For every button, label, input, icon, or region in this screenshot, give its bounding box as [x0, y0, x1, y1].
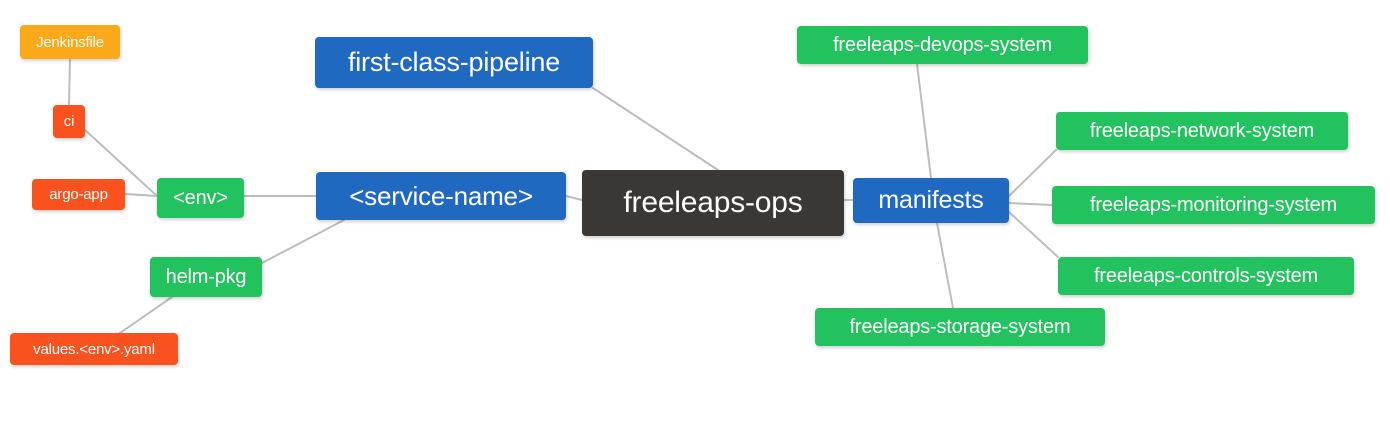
edge-jenkinsfile-to-ci [68, 58, 71, 106]
node-label-env: <env> [173, 187, 228, 209]
node-freeleaps-ops[interactable]: freeleaps-ops [582, 170, 844, 236]
node-label-values-env-yaml: values.<env>.yaml [33, 340, 155, 358]
node-ci[interactable]: ci [53, 105, 85, 138]
node-label-manifests: manifests [878, 186, 984, 214]
edge-freeleaps-network-system-to-manifests [1008, 149, 1057, 197]
edge-freeleaps-storage-system-to-manifests [936, 222, 954, 309]
edge-values-env-yaml-to-helm-pkg [119, 296, 173, 334]
node-label-freeleaps-network-system: freeleaps-network-system [1089, 120, 1315, 142]
node-label-ci: ci [63, 113, 75, 130]
edge-service-name-to-freeleaps-ops [565, 195, 583, 201]
node-env[interactable]: <env> [157, 178, 244, 218]
node-freeleaps-controls-system[interactable]: freeleaps-controls-system [1058, 257, 1354, 295]
node-label-freeleaps-ops: freeleaps-ops [623, 186, 803, 219]
node-freeleaps-network-system[interactable]: freeleaps-network-system [1056, 112, 1348, 150]
edge-first-class-pipeline-to-freeleaps-ops [592, 87, 719, 171]
node-manifests[interactable]: manifests [853, 178, 1009, 223]
node-freeleaps-storage-system[interactable]: freeleaps-storage-system [815, 308, 1105, 346]
edge-freeleaps-monitoring-system-to-manifests [1008, 202, 1053, 206]
node-freeleaps-devops-system[interactable]: freeleaps-devops-system [797, 26, 1088, 64]
node-label-service-name: <service-name> [349, 181, 533, 211]
edge-argo-app-to-env [124, 193, 158, 197]
node-label-first-class-pipeline: first-class-pipeline [347, 47, 561, 77]
node-label-jenkinsfile: Jenkinsfile [36, 33, 104, 51]
node-freeleaps-monitoring-system[interactable]: freeleaps-monitoring-system [1052, 186, 1375, 224]
node-label-freeleaps-devops-system: freeleaps-devops-system [833, 34, 1052, 56]
node-label-freeleaps-monitoring-system: freeleaps-monitoring-system [1090, 194, 1337, 216]
edge-freeleaps-devops-system-to-manifests [916, 63, 932, 179]
node-argo-app[interactable]: argo-app [32, 179, 125, 210]
node-helm-pkg[interactable]: helm-pkg [150, 257, 262, 297]
node-values-env-yaml[interactable]: values.<env>.yaml [10, 333, 178, 365]
node-service-name[interactable]: <service-name> [316, 172, 566, 220]
node-label-helm-pkg: helm-pkg [165, 266, 247, 288]
node-first-class-pipeline[interactable]: first-class-pipeline [315, 37, 593, 88]
node-label-freeleaps-controls-system: freeleaps-controls-system [1094, 265, 1318, 287]
node-label-argo-app: argo-app [49, 186, 108, 203]
node-label-freeleaps-storage-system: freeleaps-storage-system [849, 316, 1071, 338]
edge-freeleaps-controls-system-to-manifests [1008, 211, 1059, 258]
edge-helm-pkg-to-service-name [261, 219, 345, 264]
node-jenkinsfile[interactable]: Jenkinsfile [20, 25, 120, 59]
